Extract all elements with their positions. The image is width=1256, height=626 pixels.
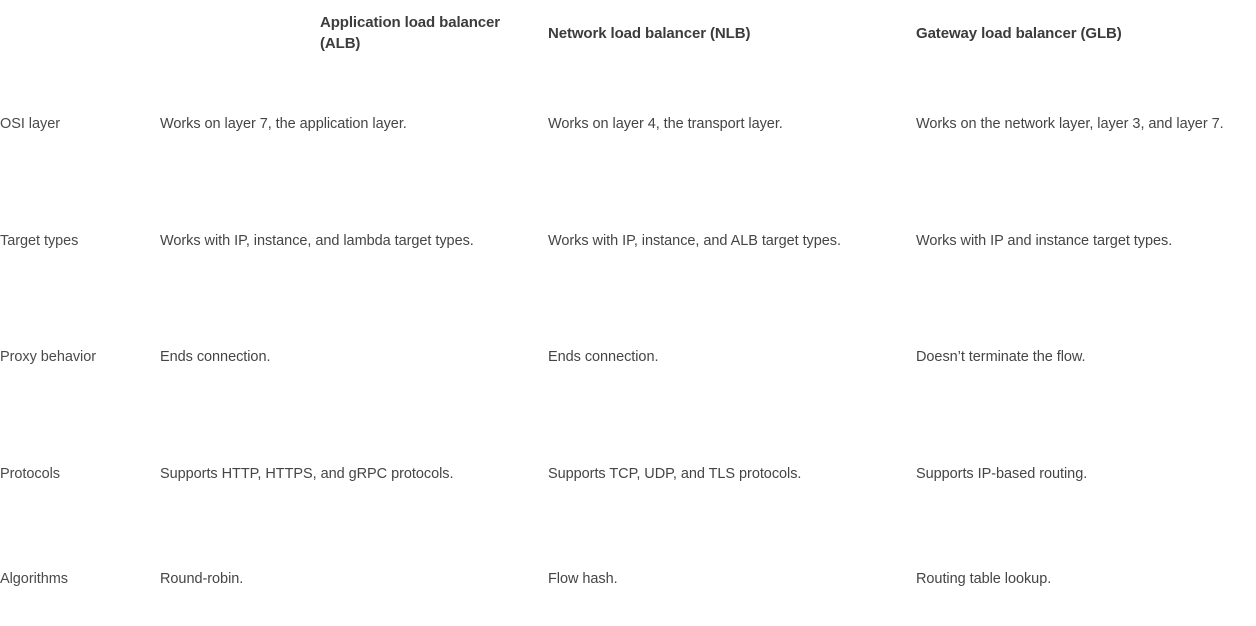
table-row: Target types Works with IP, instance, an… bbox=[0, 184, 1256, 300]
cell-osi-layer-alb: Works on layer 7, the application layer. bbox=[160, 116, 407, 133]
row-label-protocols: Protocols bbox=[0, 466, 60, 483]
column-header-alb: Application load balancer (ALB) bbox=[320, 14, 501, 52]
column-header-glb: Gateway load balancer (GLB) bbox=[916, 24, 1122, 42]
cell-proxy-behavior-nlb: Ends connection. bbox=[548, 349, 659, 366]
cell-osi-layer-nlb: Works on layer 4, the transport layer. bbox=[548, 116, 783, 133]
cell-target-types-alb: Works with IP, instance, and lambda targ… bbox=[160, 233, 474, 250]
table-row: OSI layer Works on layer 7, the applicat… bbox=[0, 66, 1256, 184]
table-row: Proxy behavior Ends connection. Ends con… bbox=[0, 300, 1256, 416]
table-header-row: Application load balancer (ALB) Network … bbox=[0, 0, 1256, 66]
cell-osi-layer-glb: Works on the network layer, layer 3, and… bbox=[916, 116, 1224, 133]
cell-protocols-alb: Supports HTTP, HTTPS, and gRPC protocols… bbox=[160, 466, 454, 483]
cell-proxy-behavior-glb: Doesn’t terminate the flow. bbox=[916, 349, 1086, 366]
column-header-nlb: Network load balancer (NLB) bbox=[548, 24, 751, 42]
table-body: OSI layer Works on layer 7, the applicat… bbox=[0, 66, 1256, 626]
cell-protocols-glb: Supports IP-based routing. bbox=[916, 466, 1088, 483]
row-label-algorithms: Algorithms bbox=[0, 571, 68, 588]
table-corner-cell bbox=[0, 0, 160, 66]
table-row: Algorithms Round-robin. Flow hash. Routi… bbox=[0, 534, 1256, 626]
cell-protocols-nlb: Supports TCP, UDP, and TLS protocols. bbox=[548, 466, 802, 483]
table-header: Application load balancer (ALB) Network … bbox=[0, 0, 1256, 66]
cell-algorithms-alb: Round-robin. bbox=[160, 571, 244, 588]
cell-target-types-glb: Works with IP and instance target types. bbox=[916, 233, 1173, 250]
cell-algorithms-glb: Routing table lookup. bbox=[916, 571, 1052, 588]
cell-target-types-nlb: Works with IP, instance, and ALB target … bbox=[548, 233, 841, 250]
table-row: Protocols Supports HTTP, HTTPS, and gRPC… bbox=[0, 416, 1256, 534]
cell-proxy-behavior-alb: Ends connection. bbox=[160, 349, 271, 366]
cell-algorithms-nlb: Flow hash. bbox=[548, 571, 618, 588]
row-label-target-types: Target types bbox=[0, 233, 79, 250]
row-label-proxy-behavior: Proxy behavior bbox=[0, 349, 97, 366]
row-label-osi-layer: OSI layer bbox=[0, 116, 60, 133]
